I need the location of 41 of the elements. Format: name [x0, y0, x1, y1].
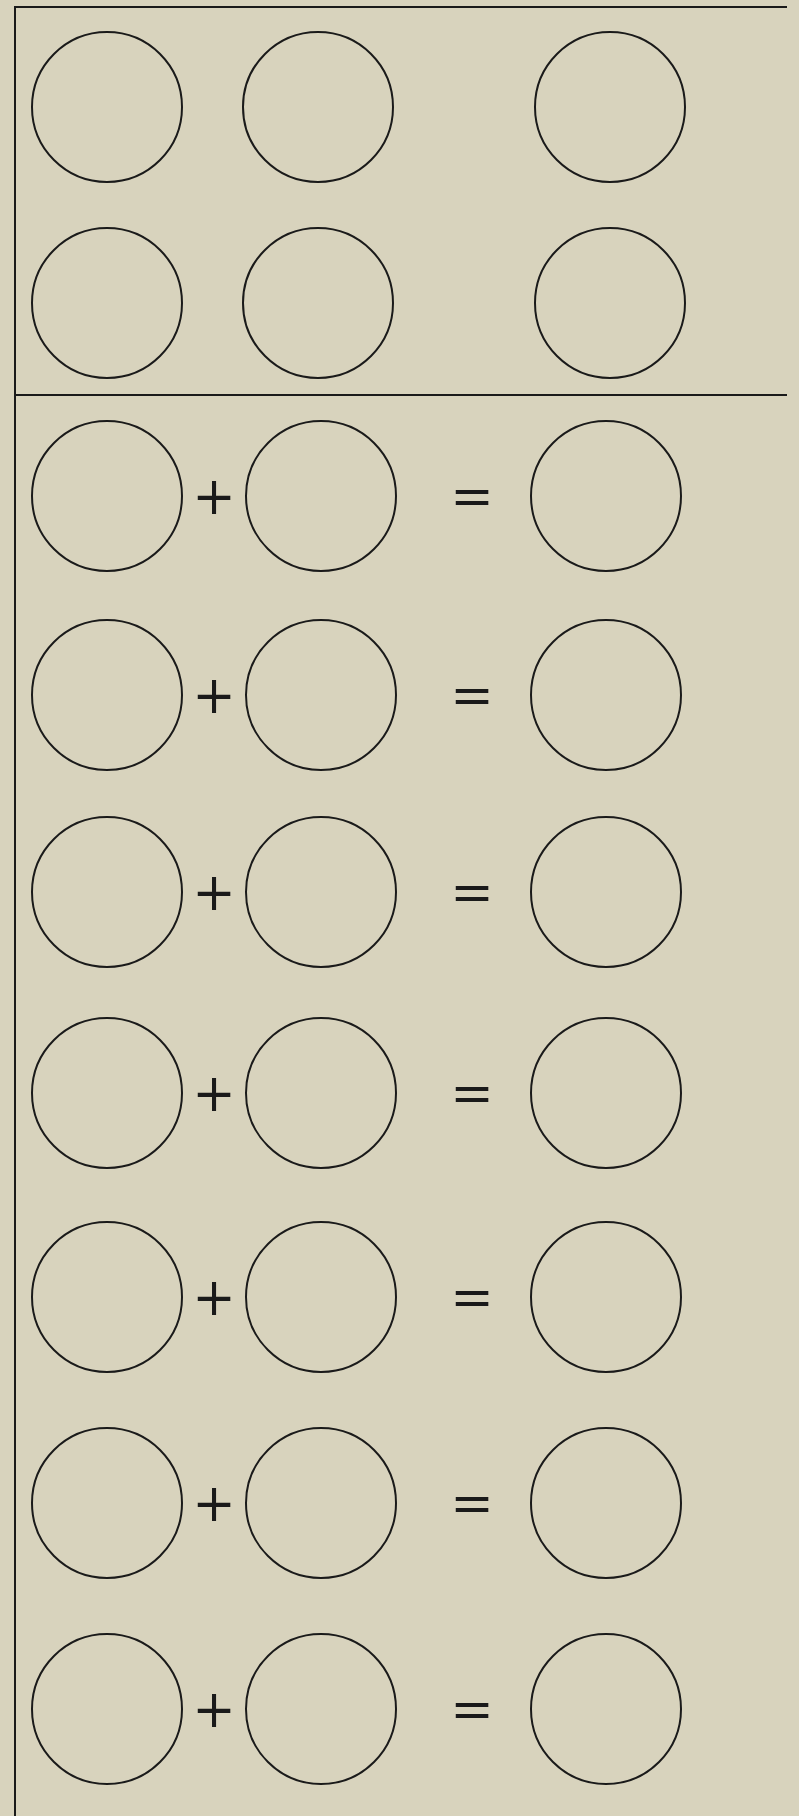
answer-circle	[245, 1221, 397, 1373]
answer-circle	[31, 1017, 183, 1169]
answer-circle	[534, 227, 686, 379]
answer-circle	[530, 1221, 682, 1373]
plus-sign: +	[192, 866, 236, 918]
answer-circle	[530, 1017, 682, 1169]
answer-circle	[242, 227, 394, 379]
answer-circle	[31, 1221, 183, 1373]
plus-sign: +	[192, 1067, 236, 1119]
plus-sign: +	[192, 669, 236, 721]
plus-sign: +	[192, 1477, 236, 1529]
answer-circle	[31, 420, 183, 572]
answer-circle	[530, 619, 682, 771]
answer-circle	[245, 1633, 397, 1785]
answer-circle	[245, 1017, 397, 1169]
equals-sign: =	[450, 470, 494, 522]
answer-circle	[530, 1633, 682, 1785]
plus-sign: +	[192, 470, 236, 522]
answer-circle	[31, 619, 183, 771]
answer-circle	[242, 31, 394, 183]
answer-circle	[31, 1633, 183, 1785]
answer-circle	[530, 1427, 682, 1579]
equals-sign: =	[450, 866, 494, 918]
equals-sign: =	[450, 1683, 494, 1735]
answer-circle	[245, 619, 397, 771]
answer-circle	[530, 816, 682, 968]
equals-sign: =	[450, 1067, 494, 1119]
plus-sign: +	[192, 1683, 236, 1735]
plus-sign: +	[192, 1271, 236, 1323]
answer-circle	[31, 31, 183, 183]
equals-sign: =	[450, 669, 494, 721]
answer-circle	[31, 816, 183, 968]
answer-circle	[245, 816, 397, 968]
answer-circle	[31, 227, 183, 379]
answer-circle	[534, 31, 686, 183]
equals-sign: =	[450, 1477, 494, 1529]
answer-circle	[31, 1427, 183, 1579]
equals-sign: =	[450, 1271, 494, 1323]
answer-circle	[530, 420, 682, 572]
answer-circle	[245, 1427, 397, 1579]
answer-circle	[245, 420, 397, 572]
